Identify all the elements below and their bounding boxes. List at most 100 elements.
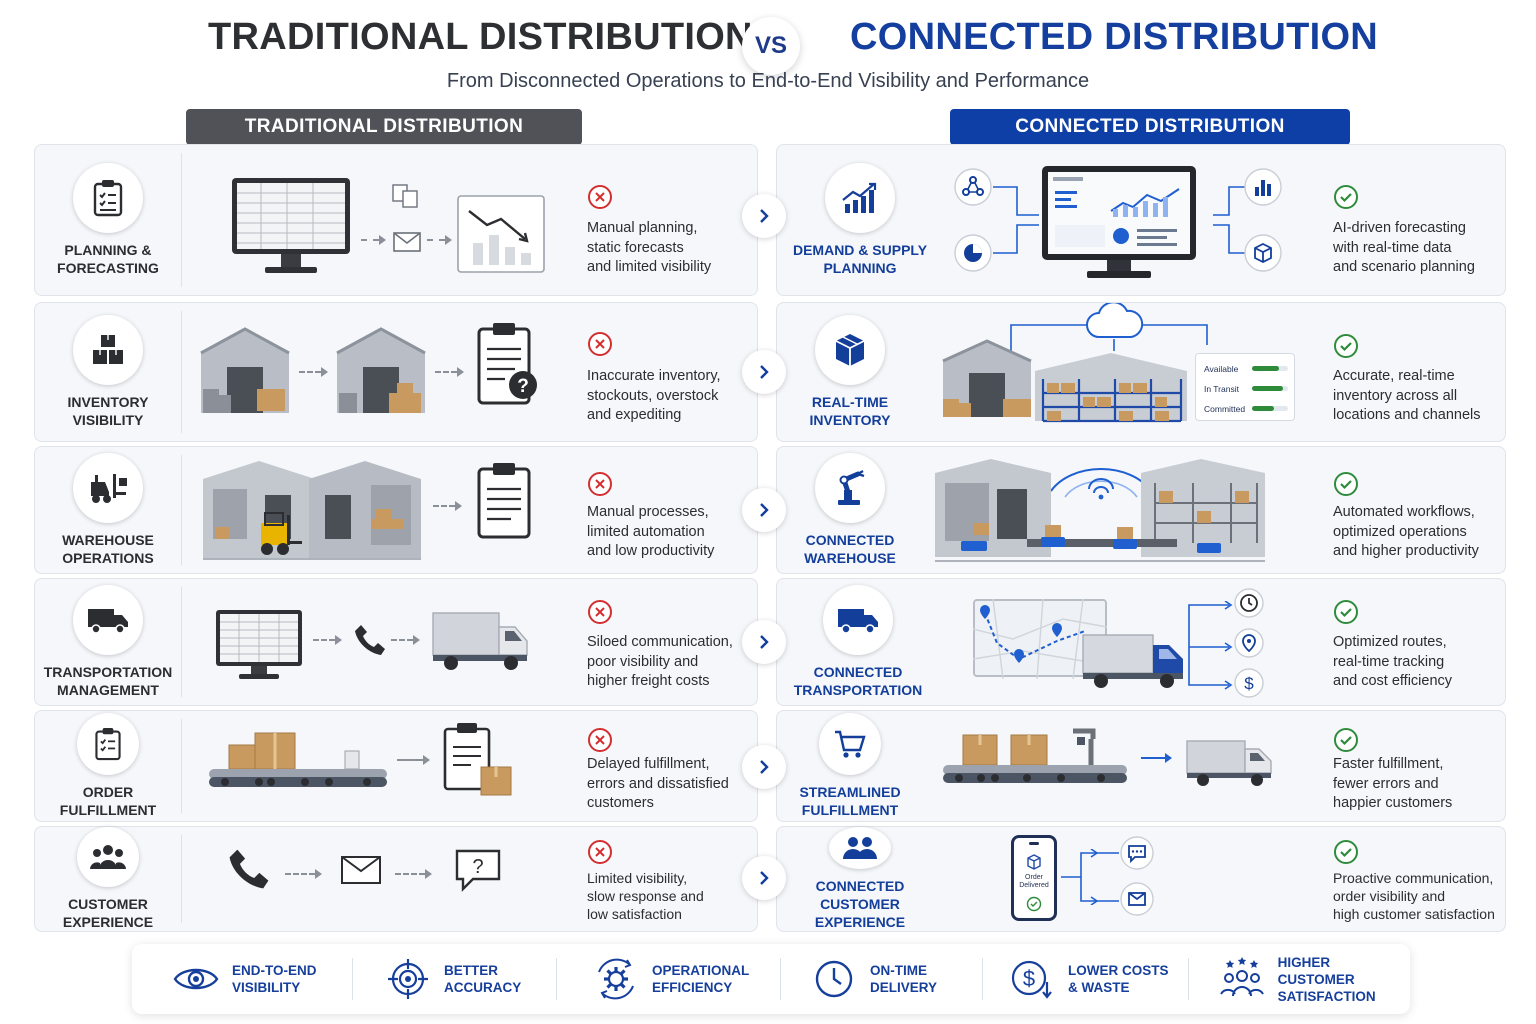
chevron-right-icon[interactable] (742, 488, 786, 532)
description-line: optimized operations (1333, 523, 1467, 540)
category-label-line: CUSTOMER EXPERIENCE (814, 896, 906, 930)
stock-label: Committed (1204, 404, 1246, 414)
category-label-line: REAL-TIME (811, 394, 889, 410)
warehouse-illustration (333, 323, 429, 424)
flow-arrow-head (335, 635, 342, 645)
benefit-label-line: DELIVERY (870, 980, 938, 995)
category-label-line: FORECASTING (57, 260, 159, 276)
package-icon (1243, 233, 1283, 278)
question-bubble-icon: ? (453, 847, 503, 898)
description-line: order visibility and (1333, 888, 1446, 904)
cube-box-icon (815, 315, 885, 385)
flow-arrow-head (315, 869, 322, 879)
flow-arrow (395, 873, 425, 875)
chevron-right-icon[interactable] (742, 350, 786, 394)
clock-icon (1233, 587, 1265, 624)
description-line: limited automation (587, 523, 705, 540)
flow-arrow-head (413, 635, 420, 645)
stock-bar (1252, 366, 1288, 371)
clipboard-icon (475, 461, 533, 546)
phone-icon (353, 623, 387, 662)
stock-bar (1252, 386, 1288, 391)
gear-cycle-icon (588, 951, 644, 1007)
svg-text:$: $ (1244, 674, 1254, 693)
cloud-icon (1083, 301, 1145, 346)
description-line: real-time tracking (1333, 653, 1445, 670)
divider (780, 958, 781, 1000)
flow-arrow (433, 505, 455, 507)
chevron-right-icon[interactable] (742, 745, 786, 789)
clock-icon (806, 951, 862, 1007)
customers-stars-icon (1214, 951, 1270, 1007)
traditional-description: Inaccurate inventory, stockouts, oversto… (587, 367, 721, 426)
divider (181, 835, 182, 923)
flow-arrow-head (425, 869, 432, 879)
stock-label: In Transit (1204, 384, 1239, 394)
truck-icon (823, 585, 893, 655)
connected-description: Optimized routes, real-time tracking and… (1333, 633, 1452, 692)
conveyor-belt-illustration (207, 729, 391, 800)
category-real-time-inventory: REAL-TIME INVENTORY (777, 303, 923, 441)
traditional-description: Limited visibility, slow response and lo… (587, 869, 704, 923)
delivery-truck-illustration (431, 609, 531, 676)
chat-bubble-icon (1119, 835, 1155, 876)
category-label-line: FULFILLMENT (801, 802, 899, 818)
flow-arrow (1141, 757, 1165, 759)
spreadsheet-monitor-illustration (215, 609, 303, 686)
chevron-right-icon[interactable] (742, 856, 786, 900)
clipboard-checklist-icon (73, 163, 143, 233)
description-line: AI-driven forecasting (1333, 220, 1466, 236)
phone-status-line: Delivered (1019, 882, 1049, 889)
cloud-connector-lines (1009, 303, 1209, 358)
pie-chart-icon (953, 233, 993, 278)
benefit-label-line: END-TO-END (232, 963, 317, 978)
category-label-line: CONNECTED (815, 878, 905, 894)
category-label-line: DEMAND & SUPPLY (792, 242, 928, 258)
description-line: fewer errors and (1333, 775, 1439, 792)
description-line: slow response and (587, 888, 704, 904)
category-label-line: INVENTORY (67, 394, 149, 410)
forklift-icon (73, 453, 143, 523)
delivery-truck-illustration (1185, 737, 1275, 792)
dollar-down-icon: $ (1004, 951, 1060, 1007)
flow-arrow (397, 759, 423, 761)
category-label-line: INVENTORY (809, 412, 891, 428)
chevron-right-icon[interactable] (742, 620, 786, 664)
description-line: and low productivity (587, 543, 715, 559)
svg-text:?: ? (472, 856, 483, 878)
description-line: and scenario planning (1333, 259, 1475, 275)
title-traditional: TRADITIONAL DISTRIBUTION (208, 16, 753, 58)
category-label-line: CUSTOMER (68, 896, 148, 912)
warehouse-racks-illustration (1031, 349, 1191, 430)
chevron-right-icon[interactable] (742, 194, 786, 238)
traditional-description: Manual processes, limited automation and… (587, 503, 714, 562)
cross-icon (587, 184, 613, 210)
description-line: Limited visibility, (587, 870, 688, 886)
spreadsheet-monitor-illustration (231, 177, 351, 282)
category-planning: PLANNING &FORECASTING (35, 145, 181, 295)
category-label-line: PLANNING (823, 260, 897, 276)
connector-lines (991, 185, 1261, 260)
description-line: happier customers (1333, 795, 1453, 811)
clipboard-question-icon: ? (475, 321, 545, 412)
subtitle: From Disconnected Operations to End-to-E… (446, 70, 1090, 92)
category-label-line: FULFILLMENT (59, 802, 157, 818)
boxes-icon (73, 315, 143, 385)
dollar-icon: $ (1233, 667, 1265, 704)
flow-arrow-head (445, 235, 452, 245)
divider (352, 958, 353, 1000)
column-header-traditional: TRADITIONAL DISTRIBUTION (186, 109, 582, 145)
phone-speaker (1029, 842, 1039, 845)
column-header-connected: CONNECTED DISTRIBUTION (950, 109, 1350, 145)
benefit-label-line: & WASTE (1068, 980, 1130, 995)
